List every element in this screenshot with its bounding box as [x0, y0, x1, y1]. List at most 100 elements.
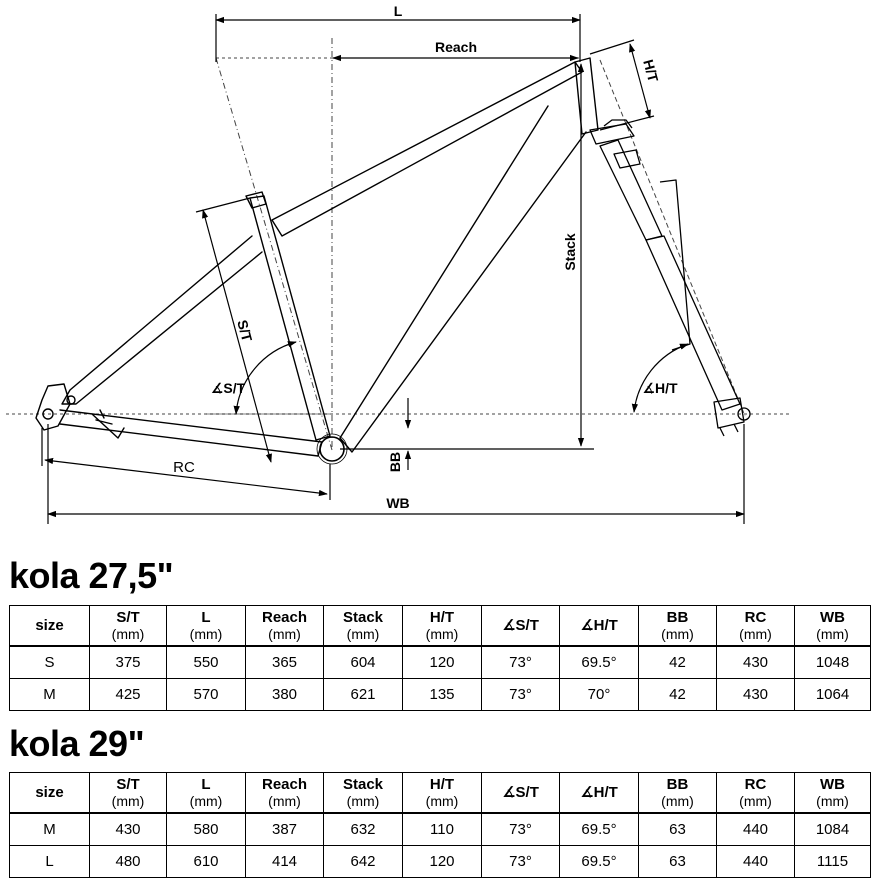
table-cell: M	[9, 812, 90, 846]
dimension-lines	[41, 14, 745, 524]
rc-dimension	[44, 457, 328, 497]
table-cell: 380	[245, 678, 324, 711]
table-cell: 632	[323, 812, 403, 846]
st-dimension	[202, 209, 272, 463]
table-cell: 440	[716, 812, 795, 846]
table-header-row: size S/T(mm) L(mm) Reach(mm) Stack(mm) H…	[9, 772, 871, 814]
table-row: L 480 610 414 642 120 73° 69.5° 63 440 1…	[9, 845, 871, 878]
column-header: ∡H/T	[559, 605, 639, 647]
column-header: Stack(mm)	[323, 772, 403, 814]
table-title-27-5: kola 27,5"	[9, 555, 174, 596]
label-rc: RC	[173, 459, 195, 476]
ht-angle-arc	[631, 343, 689, 413]
table-cell: 621	[323, 678, 403, 711]
ht-dimension	[629, 43, 651, 119]
table-cell: L	[9, 845, 90, 878]
fork-lower-leg	[645, 235, 741, 411]
geometry-table-27-5: size S/T(mm) L(mm) Reach(mm) Stack(mm) H…	[9, 605, 871, 711]
column-header: RC(mm)	[716, 772, 795, 814]
table-cell: 1048	[794, 645, 871, 679]
table-cell: 42	[638, 645, 717, 679]
suspension-fork	[589, 119, 751, 437]
table-cell: 1115	[794, 845, 871, 878]
table-cell: 642	[323, 845, 403, 878]
table-cell: 110	[402, 812, 482, 846]
column-header: ∡S/T	[481, 605, 560, 647]
diagram-labels: L Reach H/T Stack S/T ∡S/T ∡H/T BB RC WB	[173, 3, 678, 511]
table-cell: 1064	[794, 678, 871, 711]
table-cell: 550	[166, 645, 246, 679]
seat-collar	[245, 191, 267, 209]
column-header: L(mm)	[166, 772, 246, 814]
column-header: H/T(mm)	[402, 605, 482, 647]
reference-lines	[6, 38, 792, 451]
table-cell: 580	[166, 812, 246, 846]
column-header: H/T(mm)	[402, 772, 482, 814]
table-cell: 480	[89, 845, 167, 878]
table-cell: 1084	[794, 812, 871, 846]
table-title-29: kola 29"	[9, 723, 145, 764]
table-cell: 610	[166, 845, 246, 878]
frame-geometry-diagram: L Reach H/T Stack S/T ∡S/T ∡H/T BB RC WB	[6, 3, 792, 524]
down-tube	[339, 105, 587, 453]
column-header: BB(mm)	[638, 605, 717, 647]
st-angle-arc	[233, 341, 297, 415]
label-ht: H/T	[640, 58, 661, 84]
rear-dropout	[35, 383, 71, 431]
table-cell: 430	[89, 812, 167, 846]
seat-stay	[61, 235, 263, 405]
table-cell: 120	[402, 845, 482, 878]
column-header: S/T(mm)	[89, 605, 167, 647]
head-tube	[574, 57, 599, 135]
top-tube	[271, 61, 583, 237]
column-header: S/T(mm)	[89, 772, 167, 814]
table-cell: 63	[638, 845, 717, 878]
table-cell: 73°	[481, 812, 560, 846]
seat-tube-extension-line	[215, 57, 333, 451]
label-angle-st: ∡S/T	[211, 380, 246, 396]
label-wb: WB	[386, 495, 409, 511]
table-cell: 70°	[559, 678, 639, 711]
table-cell: 440	[716, 845, 795, 878]
table-cell: 135	[402, 678, 482, 711]
chain-stay	[59, 409, 323, 457]
table-cell: 430	[716, 645, 795, 679]
front-axle	[737, 407, 751, 421]
label-l: L	[394, 3, 403, 19]
column-header: WB(mm)	[794, 772, 871, 814]
table-cell: 604	[323, 645, 403, 679]
table-cell: 42	[638, 678, 717, 711]
table-cell: 120	[402, 645, 482, 679]
column-header: Reach(mm)	[245, 772, 324, 814]
label-stack: Stack	[562, 233, 578, 271]
label-st: S/T	[234, 318, 255, 344]
table-row: M 425 570 380 621 135 73° 70° 42 430 106…	[9, 678, 871, 711]
table-header-row: size S/T(mm) L(mm) Reach(mm) Stack(mm) H…	[9, 605, 871, 647]
table-cell: 73°	[481, 845, 560, 878]
table-cell: 570	[166, 678, 246, 711]
column-header: ∡H/T	[559, 772, 639, 814]
column-header: RC(mm)	[716, 605, 795, 647]
column-header: Stack(mm)	[323, 605, 403, 647]
label-bb: BB	[387, 452, 403, 472]
column-header: Reach(mm)	[245, 605, 324, 647]
table-cell: 365	[245, 645, 324, 679]
table-cell: 73°	[481, 678, 560, 711]
table-cell: 425	[89, 678, 167, 711]
rear-axle	[42, 408, 54, 420]
table-cell: 69.5°	[559, 845, 639, 878]
column-header: size	[9, 772, 90, 814]
table-row: S 375 550 365 604 120 73° 69.5° 42 430 1…	[9, 645, 871, 679]
geometry-table-29: size S/T(mm) L(mm) Reach(mm) Stack(mm) H…	[9, 772, 871, 878]
label-reach: Reach	[435, 39, 477, 55]
table-cell: M	[9, 678, 90, 711]
column-header: ∡S/T	[481, 772, 560, 814]
table-cell: 375	[89, 645, 167, 679]
table-row: M 430 580 387 632 110 73° 69.5° 63 440 1…	[9, 812, 871, 846]
bike-frame	[35, 57, 599, 465]
table-cell: 69.5°	[559, 812, 639, 846]
table-cell: 73°	[481, 645, 560, 679]
column-header: L(mm)	[166, 605, 246, 647]
table-cell: 69.5°	[559, 645, 639, 679]
table-cell: 430	[716, 678, 795, 711]
